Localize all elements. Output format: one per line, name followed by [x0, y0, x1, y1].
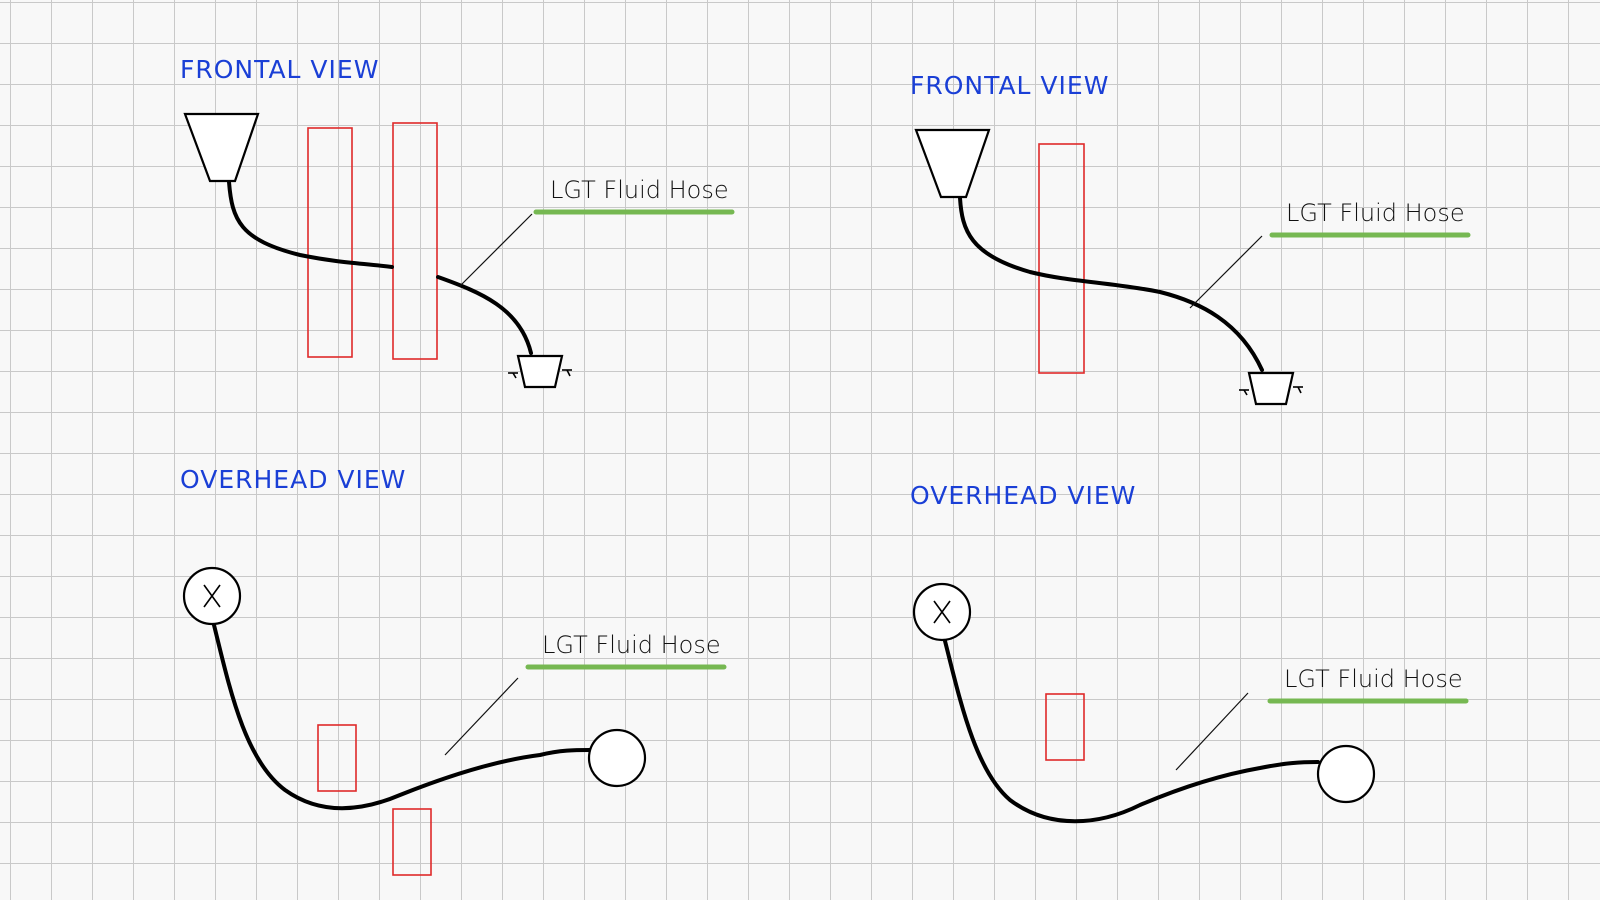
x-mark-icon — [203, 584, 221, 608]
hose-label: LGT Fluid Hose — [1286, 199, 1465, 227]
destination-fitting-icon — [1247, 371, 1295, 406]
right-frontal-view-title: FRONTAL VIEW — [910, 71, 1109, 100]
left-frontal-view-title: FRONTAL VIEW — [180, 55, 379, 84]
hose-label: LGT Fluid Hose — [1284, 665, 1463, 693]
hose-label: LGT Fluid Hose — [542, 631, 721, 659]
right-overhead-view: OVERHEAD VIEW LGT Fluid Hose — [910, 481, 1469, 824]
obstacle-panel — [1038, 143, 1085, 374]
label-leader-line — [1189, 235, 1263, 309]
mount-marks-icon — [1239, 386, 1303, 396]
right-panel: FRONTAL VIEW LGT Fluid Hose OVERHEAD VIE — [910, 71, 1471, 824]
hose-label: LGT Fluid Hose — [550, 176, 729, 204]
hose-segment — [436, 275, 533, 355]
obstacle-panel — [1045, 693, 1085, 761]
left-overhead-view-title: OVERHEAD VIEW — [180, 465, 406, 494]
right-frontal-view: FRONTAL VIEW LGT Fluid Hose — [910, 71, 1471, 406]
obstacle-panel — [392, 122, 438, 360]
obstacle-panel — [392, 808, 432, 876]
destination-fitting-icon — [516, 354, 564, 389]
source-funnel-icon — [914, 128, 991, 199]
x-mark-icon — [933, 600, 951, 624]
label-leader-line — [459, 213, 533, 287]
right-overhead-view-title: OVERHEAD VIEW — [910, 481, 1136, 510]
label-leader-line — [444, 677, 519, 756]
left-panel: FRONTAL VIEW LGT Fluid Hose — [180, 55, 735, 876]
hose-segment — [943, 639, 1320, 824]
mount-marks-icon — [508, 369, 572, 379]
label-leader-line — [1175, 692, 1249, 771]
hose-segment — [958, 196, 1264, 372]
hose-segment — [212, 623, 592, 811]
destination-point-icon — [1316, 744, 1376, 804]
obstacle-panel — [317, 724, 357, 792]
source-funnel-icon — [183, 112, 260, 183]
left-frontal-view: FRONTAL VIEW LGT Fluid Hose — [180, 55, 735, 389]
hose-segment — [227, 180, 394, 269]
left-overhead-view: OVERHEAD VIEW LGT Fluid Hose — [180, 465, 727, 876]
obstacle-panel — [307, 127, 353, 358]
destination-point-icon — [587, 728, 647, 788]
